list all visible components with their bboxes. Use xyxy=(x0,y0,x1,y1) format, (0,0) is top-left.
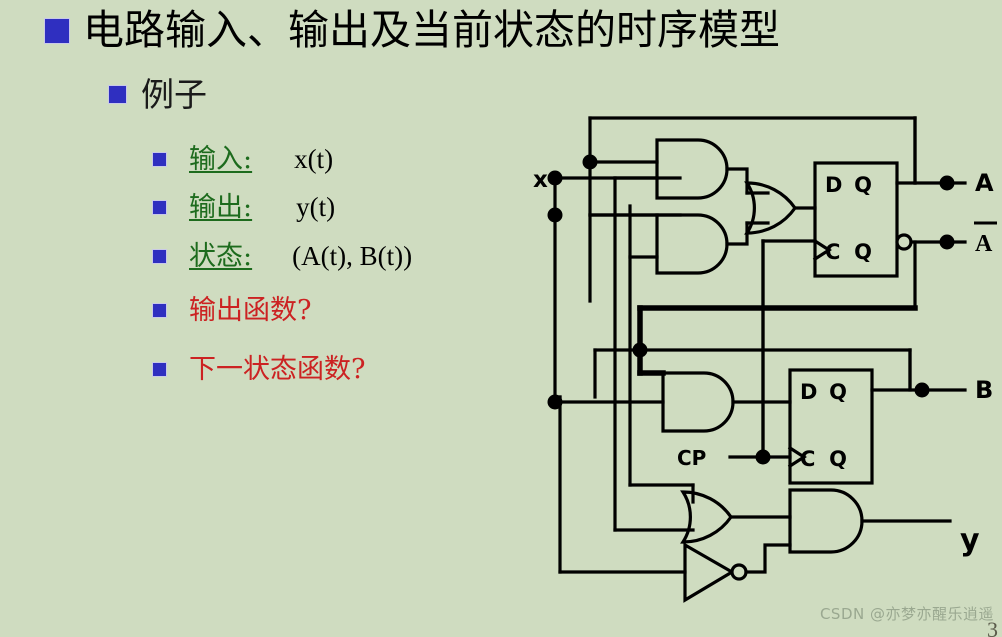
bullet-square-icon xyxy=(152,362,167,377)
list-item: 输出: y(t) xyxy=(152,194,335,221)
and-gate-3 xyxy=(661,371,735,433)
junction-dot xyxy=(755,449,771,465)
page-title: 电路输入、输出及当前状态的时序模型 xyxy=(44,10,780,51)
bullet-square-icon xyxy=(152,249,167,264)
ff1-c-label: C xyxy=(825,240,840,264)
wire-junctions xyxy=(547,154,955,465)
and-gate-1 xyxy=(655,138,729,200)
list-item-value: y(t) xyxy=(296,192,336,222)
clock-triangle-2 xyxy=(787,445,807,469)
bullet-square-icon xyxy=(152,152,167,167)
label-output-y: y xyxy=(960,523,980,558)
or-gate-2 xyxy=(680,490,733,544)
list-item-label: 输出: xyxy=(189,192,253,223)
list-item-value: (A(t), B(t)) xyxy=(292,241,413,271)
list-item: 输出函数? xyxy=(152,297,311,324)
list-item: 输入: x(t) xyxy=(152,146,333,173)
bullet-square-icon xyxy=(152,200,167,215)
ff2-c-label: C xyxy=(800,447,815,471)
list-item-value: x(t) xyxy=(294,144,334,174)
subtitle: 例子 xyxy=(108,78,207,111)
page-number: 3 xyxy=(987,617,998,637)
page-title-text: 电路输入、输出及当前状态的时序模型 xyxy=(83,6,780,54)
watermark: CSDN @亦梦亦醒乐逍遥 xyxy=(819,605,994,623)
list-item: 状态: (A(t), B(t)) xyxy=(152,243,412,270)
ff1-q-label: Q xyxy=(854,173,872,197)
junction-dot xyxy=(632,342,648,358)
flipflop-2 xyxy=(788,368,874,485)
list-item-label: 输出函数? xyxy=(189,295,312,326)
list-item: 下一状态函数? xyxy=(152,356,365,383)
label-input-x: x xyxy=(533,167,548,193)
label-output-a-bar: A xyxy=(975,231,993,257)
junction-dot xyxy=(582,154,598,170)
flipflop-1 xyxy=(813,161,899,278)
list-item-label: 输入: xyxy=(189,144,253,175)
label-output-b: B xyxy=(975,376,993,404)
ff2-d-label: D xyxy=(800,380,817,404)
junction-dot xyxy=(547,394,563,410)
circuit-diagram: x CP A A B y D C Q Q D C Q Q xyxy=(525,105,1002,605)
junction-dot xyxy=(914,382,930,398)
label-clock-cp: CP xyxy=(677,446,706,470)
list-item-label: 下一状态函数? xyxy=(189,354,366,385)
ff2-qbar-label: Q xyxy=(829,447,847,471)
subtitle-text: 例子 xyxy=(141,75,207,114)
bullet-square-icon xyxy=(44,17,70,44)
bullet-square-icon xyxy=(152,303,167,318)
junction-dot xyxy=(547,207,563,223)
and-gate-2 xyxy=(655,213,729,275)
junction-dot xyxy=(939,234,955,250)
ff1-qbar-label: Q xyxy=(854,240,872,264)
and-gate-4 xyxy=(788,488,864,554)
not-gate xyxy=(683,542,736,603)
or-gate-1 xyxy=(744,181,797,235)
clock-triangle-1 xyxy=(812,238,832,262)
ff1-d-label: D xyxy=(825,173,842,197)
junction-dot xyxy=(939,175,955,191)
label-output-a: A xyxy=(975,169,994,197)
bullet-square-icon xyxy=(108,85,127,104)
junction-dot xyxy=(547,170,563,186)
inverter-bubble-not xyxy=(730,563,748,581)
list-item-label: 状态: xyxy=(189,241,253,272)
ff2-q-label: Q xyxy=(829,380,847,404)
inverter-bubble-ff1 xyxy=(895,233,913,251)
